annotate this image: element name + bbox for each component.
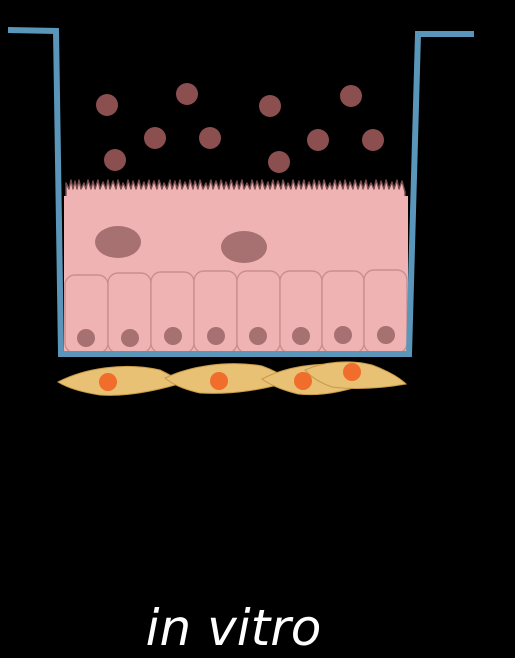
bacterium	[340, 85, 362, 107]
bacterium	[268, 151, 290, 173]
fibroblast-nucleus	[99, 373, 117, 391]
fibroblast-layer	[58, 362, 406, 395]
cell-nucleus	[121, 329, 139, 347]
fibroblast-cell	[58, 366, 182, 395]
bacterium	[104, 149, 126, 171]
cell-nucleus	[77, 329, 95, 347]
cell-nucleus	[377, 326, 395, 344]
bacterium	[144, 127, 166, 149]
epithelium	[64, 180, 408, 353]
large-cell-nucleus	[221, 231, 267, 263]
bacteria-group	[96, 83, 384, 173]
bacterium	[362, 129, 384, 151]
bacterium	[96, 94, 118, 116]
cell-nucleus	[164, 327, 182, 345]
fibroblast-nucleus	[343, 363, 361, 381]
cell-nucleus	[207, 327, 225, 345]
fibroblast-nucleus	[210, 372, 228, 390]
cell-nucleus	[334, 326, 352, 344]
bacterium	[199, 127, 221, 149]
bacterium	[176, 83, 198, 105]
cell-nucleus	[249, 327, 267, 345]
cell-nucleus	[292, 327, 310, 345]
columnar-cells	[65, 270, 407, 353]
large-cell-nucleus	[95, 226, 141, 258]
bacterium	[307, 129, 329, 151]
caption-label: in vitro	[0, 598, 467, 658]
fibroblast-nucleus	[294, 372, 312, 390]
bacterium	[259, 95, 281, 117]
